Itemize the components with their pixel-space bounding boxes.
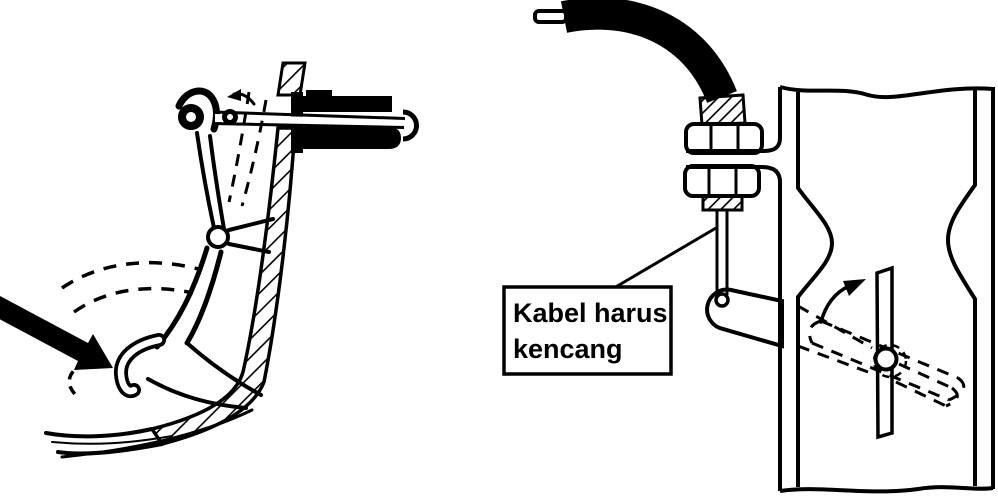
- pushrod-adjuster-ball: [222, 109, 238, 125]
- pushrod-end-hook: [402, 109, 419, 142]
- rotate-arrow: [819, 279, 866, 324]
- inner-cable: [715, 210, 729, 295]
- upper-adjusting-nut: [684, 122, 764, 155]
- callout-text-line2: kencang: [513, 334, 623, 364]
- master-cylinder: [291, 90, 401, 153]
- firewall-strip-upper: [276, 61, 307, 97]
- pivot-bracket: [227, 217, 275, 254]
- mounting-bracket: [686, 87, 782, 491]
- housing-top-break-line: [779, 85, 994, 100]
- cable-tip: [533, 9, 568, 24]
- pedal-linkage-panel: [0, 61, 419, 459]
- firewall-strip-lower: [149, 126, 297, 447]
- cable-sheath: [560, 0, 737, 104]
- pedal-pad: [114, 333, 166, 399]
- cable-adjuster-panel: Kabel harus kencang: [502, 0, 995, 494]
- housing-bottom-break-line: [779, 485, 994, 494]
- cable-eye: [714, 292, 730, 308]
- threaded-stub: [701, 194, 744, 212]
- press-direction-arrow: [0, 296, 113, 370]
- housing: [779, 85, 995, 494]
- pedal-pivot: [206, 225, 230, 249]
- callout-text-line1: Kabel harus: [513, 298, 668, 328]
- lever-pivot: [873, 346, 899, 372]
- floor-lines: [44, 408, 254, 459]
- release-arrow-small: [227, 89, 256, 106]
- pedal-top-ring: [178, 104, 204, 130]
- pushrod-channel: [215, 114, 412, 126]
- lower-adjusting-nut: [683, 164, 761, 198]
- callout-leader-line: [613, 226, 717, 290]
- callout-box: [502, 285, 673, 376]
